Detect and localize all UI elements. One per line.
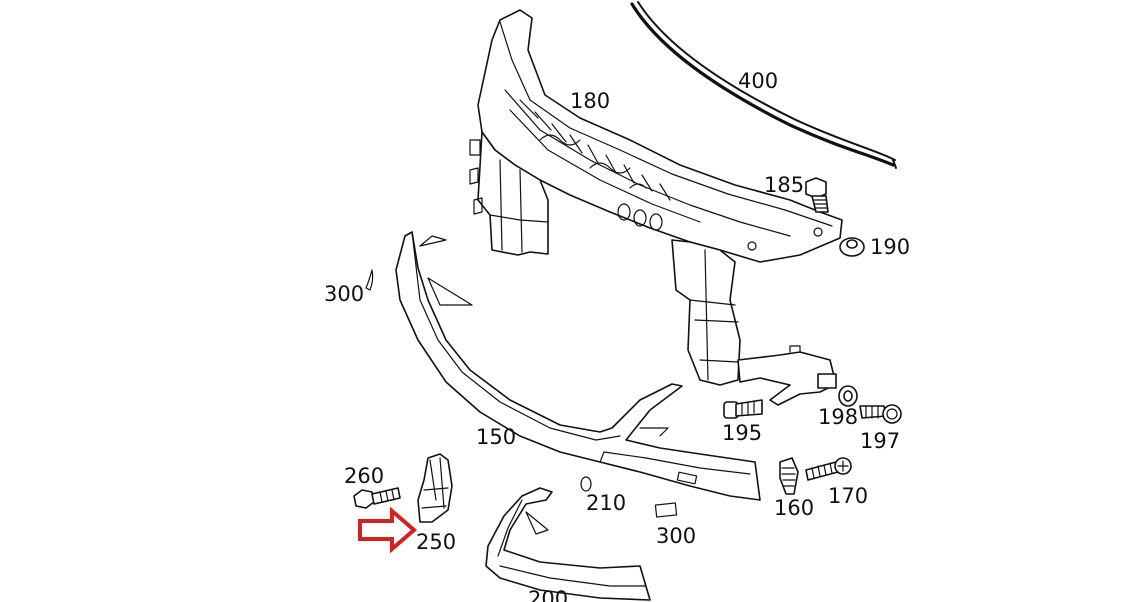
part-400-seal-strip	[630, 1, 897, 169]
label-300-upper: 300	[324, 282, 364, 306]
part-180-front-frame	[469, 9, 843, 406]
label-197: 197	[860, 429, 900, 453]
part-195-bolt	[723, 399, 763, 419]
part-300-clip-a	[365, 269, 374, 291]
part-198-washer	[838, 385, 858, 407]
label-195: 195	[722, 421, 762, 445]
part-300-pad-b	[654, 502, 678, 518]
part-250-bracket	[417, 453, 453, 523]
label-190: 190	[870, 235, 910, 259]
part-185-bolt	[805, 177, 829, 213]
part-170-screw	[805, 457, 852, 481]
part-197-bolt	[859, 404, 902, 424]
label-170: 170	[828, 484, 868, 508]
part-210-plug	[580, 476, 592, 492]
part-160-clip	[779, 457, 799, 495]
label-300-lower: 300	[656, 524, 696, 548]
indicator-arrow-icon	[358, 506, 418, 554]
label-160: 160	[774, 496, 814, 520]
part-200-lower-spoiler	[485, 487, 651, 601]
label-200: 200	[528, 587, 568, 602]
label-400: 400	[738, 69, 778, 93]
label-198: 198	[818, 405, 858, 429]
label-180: 180	[570, 89, 610, 113]
label-260: 260	[344, 464, 384, 488]
label-185: 185	[764, 173, 804, 197]
label-250: 250	[416, 530, 456, 554]
label-210: 210	[586, 491, 626, 515]
part-190-nut	[839, 237, 865, 257]
part-260-bolt	[353, 487, 401, 509]
part-150-bumper-lower	[395, 231, 761, 501]
label-150: 150	[476, 425, 516, 449]
